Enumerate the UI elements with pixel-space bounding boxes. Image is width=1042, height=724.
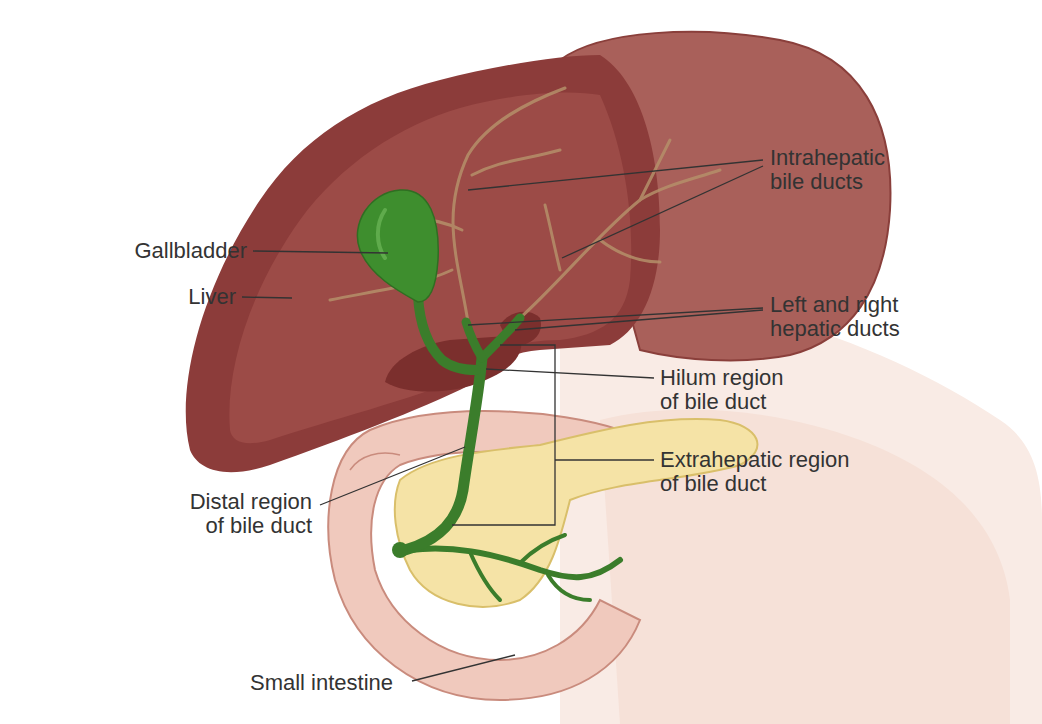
biliary-tree <box>405 358 482 550</box>
biliary-tree <box>418 296 476 370</box>
part-label: Small intestine <box>250 671 393 695</box>
intrahepatic-duct-branches <box>330 88 720 322</box>
part-label: Intrahepatic bile ducts <box>770 146 920 194</box>
leader-lines <box>486 369 654 378</box>
background-organs <box>600 410 1010 724</box>
biliary-tree <box>405 296 620 600</box>
leader-lines <box>320 447 465 505</box>
leader-lines <box>253 251 388 253</box>
background-organs <box>560 306 1042 724</box>
biliary-tree <box>470 552 500 600</box>
extrahepatic-bracket <box>452 345 654 525</box>
biliary-tree <box>520 535 565 563</box>
biliary-tree <box>548 575 590 600</box>
intrahepatic-duct-branches <box>520 170 720 318</box>
extrahepatic-bracket <box>452 345 555 525</box>
part-label: Hilum region of bile duct <box>660 366 796 414</box>
gallbladder <box>392 542 408 558</box>
gallbladder <box>378 210 385 258</box>
leader-lines <box>468 160 763 190</box>
duodenum <box>350 453 400 470</box>
intrahepatic-duct-branches <box>472 150 560 175</box>
liver <box>186 55 660 472</box>
part-label: Extrahepatic region of bile duct <box>660 448 860 496</box>
gallbladder <box>357 190 438 558</box>
leader-lines <box>242 160 763 681</box>
part-label: Gallbladder <box>134 239 247 263</box>
part-label: Distal region of bile duct <box>176 490 312 538</box>
intrahepatic-duct-branches <box>600 240 660 262</box>
gallbladder <box>357 190 438 302</box>
biliary-tree <box>410 548 620 577</box>
leader-lines <box>242 297 292 298</box>
leader-lines <box>515 310 763 330</box>
liver <box>186 32 891 472</box>
extrahepatic-bracket <box>555 459 654 460</box>
intrahepatic-duct-branches <box>545 205 560 270</box>
background-organs <box>560 306 1042 724</box>
leader-lines <box>562 166 763 258</box>
intrahepatic-duct-branches <box>453 88 565 322</box>
part-label: Left and right hepatic ducts <box>770 293 920 341</box>
leader-lines <box>412 655 515 681</box>
biliary-tree <box>466 322 482 358</box>
part-label: Liver <box>188 285 236 309</box>
